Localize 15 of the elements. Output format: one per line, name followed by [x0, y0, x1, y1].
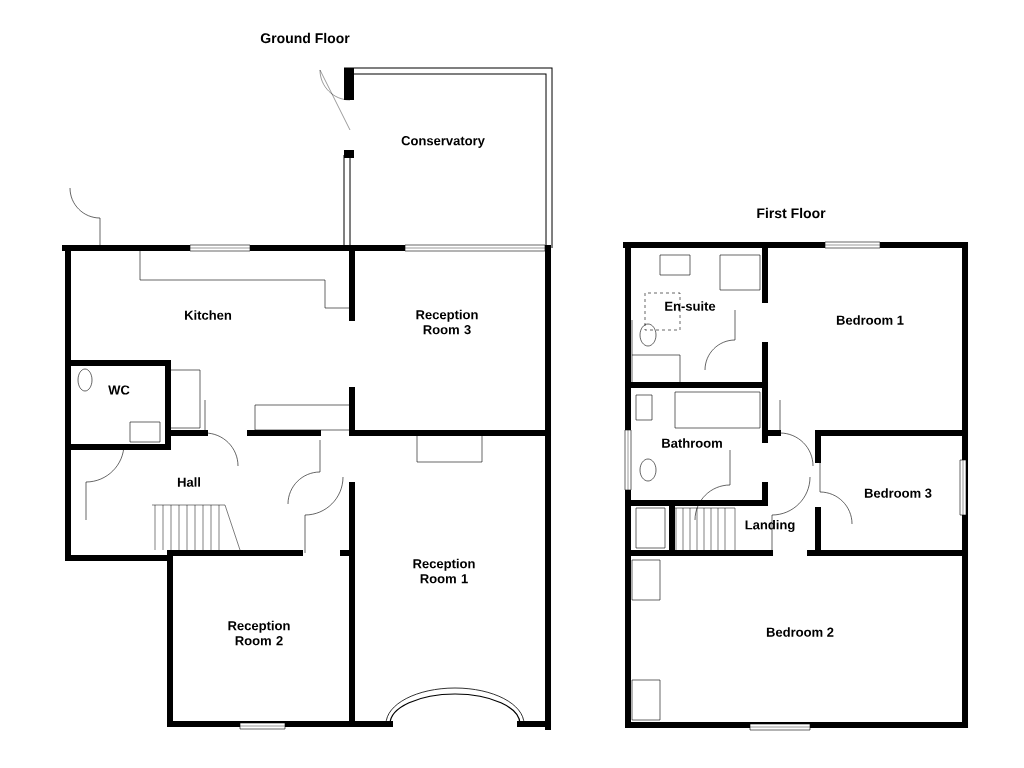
room-label: Hall	[177, 477, 200, 487]
room-label: Bedroom 2	[766, 627, 834, 637]
room-label: Conservatory	[401, 136, 485, 148]
floor-title: First Floor	[757, 207, 826, 219]
room-label: Reception Room 1	[413, 558, 475, 584]
room-label: En-suite	[665, 301, 716, 311]
room-label: Bedroom 1	[836, 315, 904, 325]
room-label: Landing	[745, 519, 795, 533]
floor-title: Ground Floor	[260, 32, 350, 44]
room-label: WC	[108, 385, 130, 395]
room-label: Reception Room 3	[416, 309, 478, 335]
room-label: Kitchen	[185, 310, 232, 320]
room-label: Bedroom 3	[864, 488, 932, 498]
room-label: Bathroom	[662, 438, 722, 448]
room-label: Reception Room 2	[228, 620, 290, 646]
